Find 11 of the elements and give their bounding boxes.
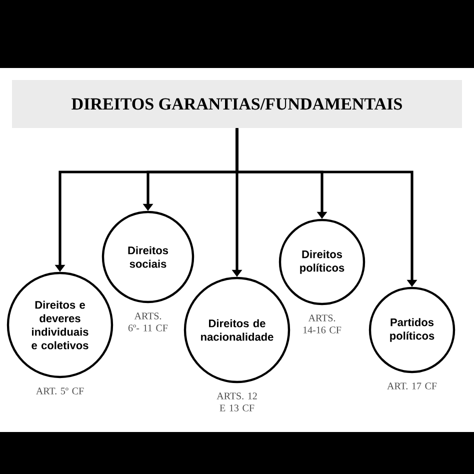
article-label: ARTS. 6º- 11 CF [128, 312, 168, 332]
circle-node: Direitos políticos [278, 218, 366, 306]
circle-node: Partidos políticos [368, 286, 456, 374]
circle-node: Direitos sociais [102, 210, 194, 304]
article-label: ARTS. 12 E 13 CF [216, 392, 257, 412]
circle-node: Direitos e deveres individuais e coletivos [6, 272, 114, 378]
circle-node: Direitos de nacionalidade [184, 276, 290, 384]
article-label: ARTS. 14-16 CF [303, 314, 342, 334]
article-label: ART. 17 CF [387, 382, 437, 390]
article-label: ART. 5º CF [36, 388, 84, 394]
title-band: DIREITOS GARANTIAS/FUNDAMENTAIS [12, 80, 462, 128]
